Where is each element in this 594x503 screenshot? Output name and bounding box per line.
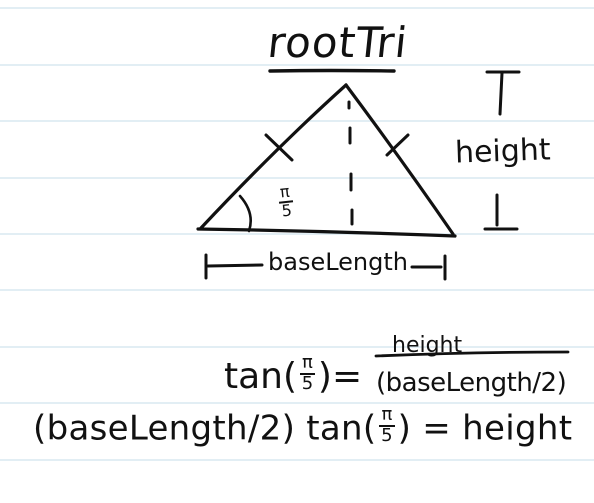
eq2-open-paren: ( — [362, 408, 377, 449]
ruled-lines — [0, 7, 594, 461]
eq1-tan: tan — [224, 355, 283, 397]
eq1-equals: = — [331, 355, 363, 397]
left-side-tick — [264, 133, 294, 162]
triangle-right-side — [344, 83, 455, 236]
eq1-rhs-numerator: height — [392, 333, 463, 358]
triangle-base — [196, 227, 457, 238]
eq1-rhs-denominator: (baseLength/2) — [376, 368, 567, 398]
eq1-close-paren: ) — [317, 355, 332, 397]
eq2-left-side: (baseLength/2) tan — [33, 408, 363, 449]
diagram-title: rootTri — [265, 18, 411, 67]
eq2-close-paren: ) — [397, 408, 412, 449]
eq2-angle-denominator: 5 — [381, 424, 393, 446]
altitude-dashed-line — [347, 100, 354, 226]
height-label: height — [454, 132, 552, 171]
eq1-fraction-bar — [374, 350, 570, 358]
height-upper-line — [498, 71, 504, 116]
right-side-tick — [385, 133, 410, 157]
triangle-left-side — [199, 83, 348, 230]
eq1-angle-denominator: 5 — [301, 372, 314, 394]
eq1-angle-numerator: π — [300, 352, 315, 375]
eq1-open-paren: ( — [283, 355, 298, 397]
angle-arc — [238, 194, 252, 233]
eq2-right-side: = height — [422, 408, 573, 449]
eq2-angle-numerator: π — [379, 404, 395, 427]
title-underline — [268, 68, 396, 73]
angle-denominator: 5 — [280, 200, 293, 221]
base-left-line — [206, 263, 264, 268]
base-length-label: baseLength — [268, 248, 408, 276]
